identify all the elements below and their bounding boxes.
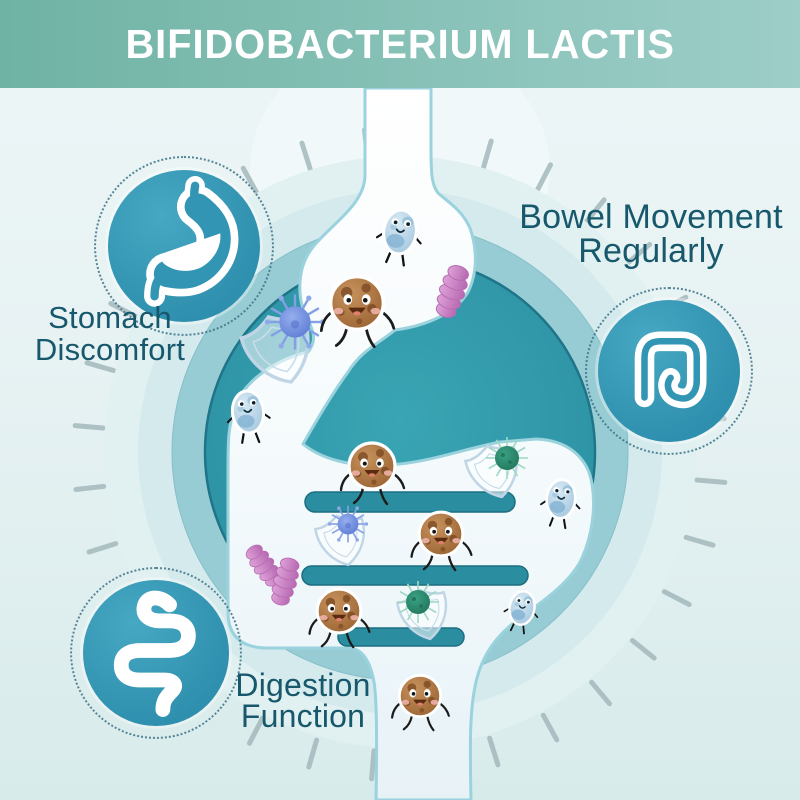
tick-mark — [661, 589, 692, 607]
tick-mark — [84, 360, 117, 374]
tick-mark — [306, 737, 320, 770]
label-line: Function — [240, 698, 366, 734]
tick-mark — [299, 140, 313, 173]
intestine-folds — [301, 491, 529, 647]
label-line: Digestion — [235, 667, 371, 703]
colon-badge — [598, 300, 740, 442]
label-line: Bowel Movement — [519, 198, 783, 236]
label-line: Discomfort — [34, 332, 186, 367]
tick-mark — [683, 534, 716, 548]
gut-badge-ring — [70, 567, 242, 739]
page-title: BIFIDOBACTERIUM LACTIS — [125, 20, 675, 67]
label-line: Regularly — [578, 232, 724, 270]
tick-mark — [694, 477, 728, 485]
tick-mark — [589, 679, 612, 707]
tick-mark — [480, 138, 494, 171]
bowel-movement-label: Bowel Movement Regularly — [495, 200, 800, 268]
tick-mark — [72, 423, 106, 431]
tick-mark — [540, 712, 560, 743]
digestion-function-label: Digestion Function — [178, 667, 428, 734]
stomach-badge — [108, 170, 260, 322]
tick-mark — [73, 483, 107, 492]
tick-mark — [240, 165, 260, 196]
large-intestine-icon — [634, 331, 707, 408]
title-banner: BIFIDOBACTERIUM LACTIS — [0, 0, 800, 88]
label-line: Stomach — [48, 300, 172, 335]
tick-mark — [86, 541, 119, 555]
stomach-discomfort-label: Stomach Discomfort — [0, 302, 220, 366]
gut-badge — [83, 580, 229, 726]
tick-mark — [247, 715, 265, 746]
tick-mark — [487, 735, 501, 768]
small-intestine-icon — [113, 590, 196, 717]
tick-mark — [625, 242, 653, 265]
stomach-badge-ring — [94, 156, 274, 336]
tick-mark — [629, 638, 657, 661]
tick-mark — [535, 162, 553, 193]
tick-mark — [369, 748, 377, 782]
stomach-icon — [144, 176, 239, 307]
tick-mark — [584, 197, 607, 225]
gut-scene: Stomach Discomfort Bowel Movement Regula… — [0, 88, 800, 800]
gut-illustration — [72, 88, 728, 800]
colon-badge-ring — [585, 287, 753, 455]
